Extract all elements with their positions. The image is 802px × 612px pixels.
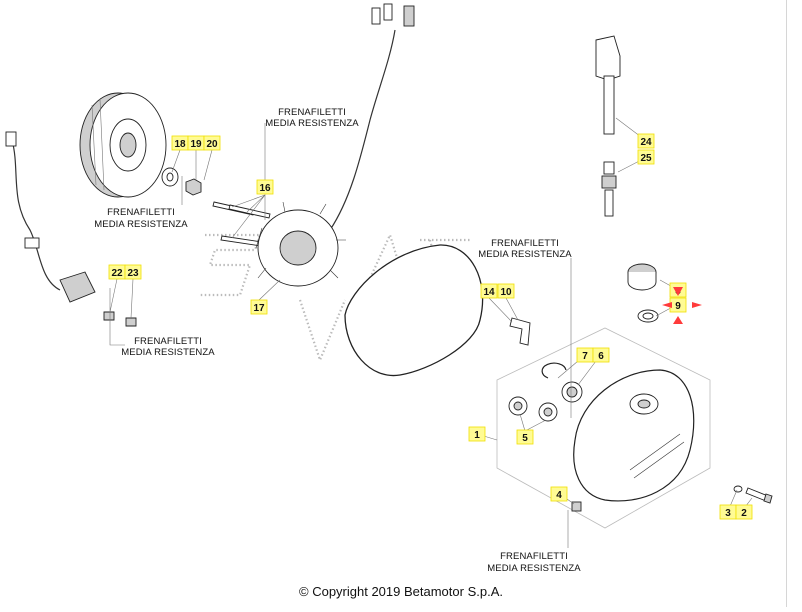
- note-thread-locker-3: FRENAFILETTI MEDIA RESISTENZA: [121, 336, 215, 358]
- svg-text:22: 22: [111, 268, 123, 279]
- note-line-1: FRENAFILETTI: [491, 238, 559, 249]
- callout-10[interactable]: 10: [497, 283, 515, 299]
- svg-text:2: 2: [741, 508, 747, 519]
- svg-text:14: 14: [483, 287, 495, 298]
- flywheel: [79, 92, 167, 198]
- callout-2[interactable]: 2: [735, 504, 753, 520]
- callout-22[interactable]: 22: [108, 264, 126, 280]
- note-line-2: MEDIA RESISTENZA: [94, 219, 188, 230]
- svg-text:7: 7: [582, 351, 588, 362]
- leader-lines: [109, 117, 753, 548]
- callout-6[interactable]: 6: [592, 347, 610, 363]
- cable-bracket: [509, 317, 531, 346]
- stator: [255, 3, 415, 287]
- callout-3[interactable]: 3: [719, 504, 737, 520]
- svg-text:1: 1: [474, 430, 480, 441]
- callout-19[interactable]: 19: [187, 135, 205, 151]
- stator-screws: [212, 201, 271, 247]
- note-line-1: FRENAFILETTI: [107, 207, 175, 218]
- copyright-text: © Copyright 2019 Betamotor S.p.A.: [299, 584, 503, 599]
- callout-5[interactable]: 5: [516, 429, 534, 445]
- spark-plug: [601, 161, 617, 217]
- svg-text:19: 19: [190, 139, 202, 150]
- ignition-cover: [496, 327, 711, 529]
- callout-20[interactable]: 20: [203, 135, 221, 151]
- cover-screw: [733, 485, 773, 504]
- note-thread-locker-2: FRENAFILETTI MEDIA RESISTENZA: [265, 107, 359, 129]
- svg-text:5: 5: [522, 433, 528, 444]
- svg-text:4: 4: [556, 490, 562, 501]
- callout-16[interactable]: 16: [256, 179, 274, 195]
- svg-text:9: 9: [675, 301, 681, 312]
- callout-7[interactable]: 7: [576, 347, 594, 363]
- spark-plug-cap: [595, 35, 621, 135]
- note-thread-locker-1: FRENAFILETTI MEDIA RESISTENZA: [94, 207, 188, 230]
- callout-23[interactable]: 23: [124, 264, 142, 280]
- svg-text:18: 18: [174, 139, 186, 150]
- note-line-2: MEDIA RESISTENZA: [478, 249, 572, 260]
- svg-text:6: 6: [598, 351, 604, 362]
- callout-14[interactable]: 14: [480, 283, 498, 299]
- note-line-1: FRENAFILETTI: [134, 336, 202, 347]
- svg-text:20: 20: [206, 139, 218, 150]
- note-line-2: MEDIA RESISTENZA: [265, 118, 359, 129]
- callout-25[interactable]: 25: [637, 149, 655, 165]
- callout-18[interactable]: 18: [171, 135, 189, 151]
- svg-text:16: 16: [259, 183, 271, 194]
- svg-text:3: 3: [725, 508, 731, 519]
- highlight-marker: [662, 287, 702, 324]
- page-border: [786, 0, 787, 607]
- note-line-2: MEDIA RESISTENZA: [487, 563, 581, 574]
- svg-text:25: 25: [640, 153, 652, 164]
- oil-seals: [508, 362, 583, 422]
- callout-9[interactable]: 9: [669, 297, 687, 313]
- cover-plug: [571, 501, 582, 512]
- washer-and-nut: [161, 167, 202, 196]
- pickup-sensor: [5, 131, 137, 327]
- svg-text:24: 24: [640, 137, 652, 148]
- note-thread-locker-4: FRENAFILETTI MEDIA RESISTENZA: [478, 238, 572, 260]
- note-thread-locker-5: FRENAFILETTI MEDIA RESISTENZA: [487, 551, 581, 574]
- cover-gasket: [344, 244, 484, 377]
- callout-24[interactable]: 24: [637, 133, 655, 149]
- callout-1[interactable]: 1: [468, 426, 486, 442]
- note-line-2: MEDIA RESISTENZA: [121, 347, 215, 358]
- callout-17[interactable]: 17: [250, 299, 268, 315]
- oil-filler-cap: [627, 263, 659, 323]
- note-line-1: FRENAFILETTI: [500, 551, 568, 562]
- svg-text:23: 23: [127, 268, 139, 279]
- svg-text:17: 17: [253, 303, 265, 314]
- svg-text:10: 10: [500, 287, 512, 298]
- note-line-1: FRENAFILETTI: [278, 107, 346, 118]
- callout-4[interactable]: 4: [550, 486, 568, 502]
